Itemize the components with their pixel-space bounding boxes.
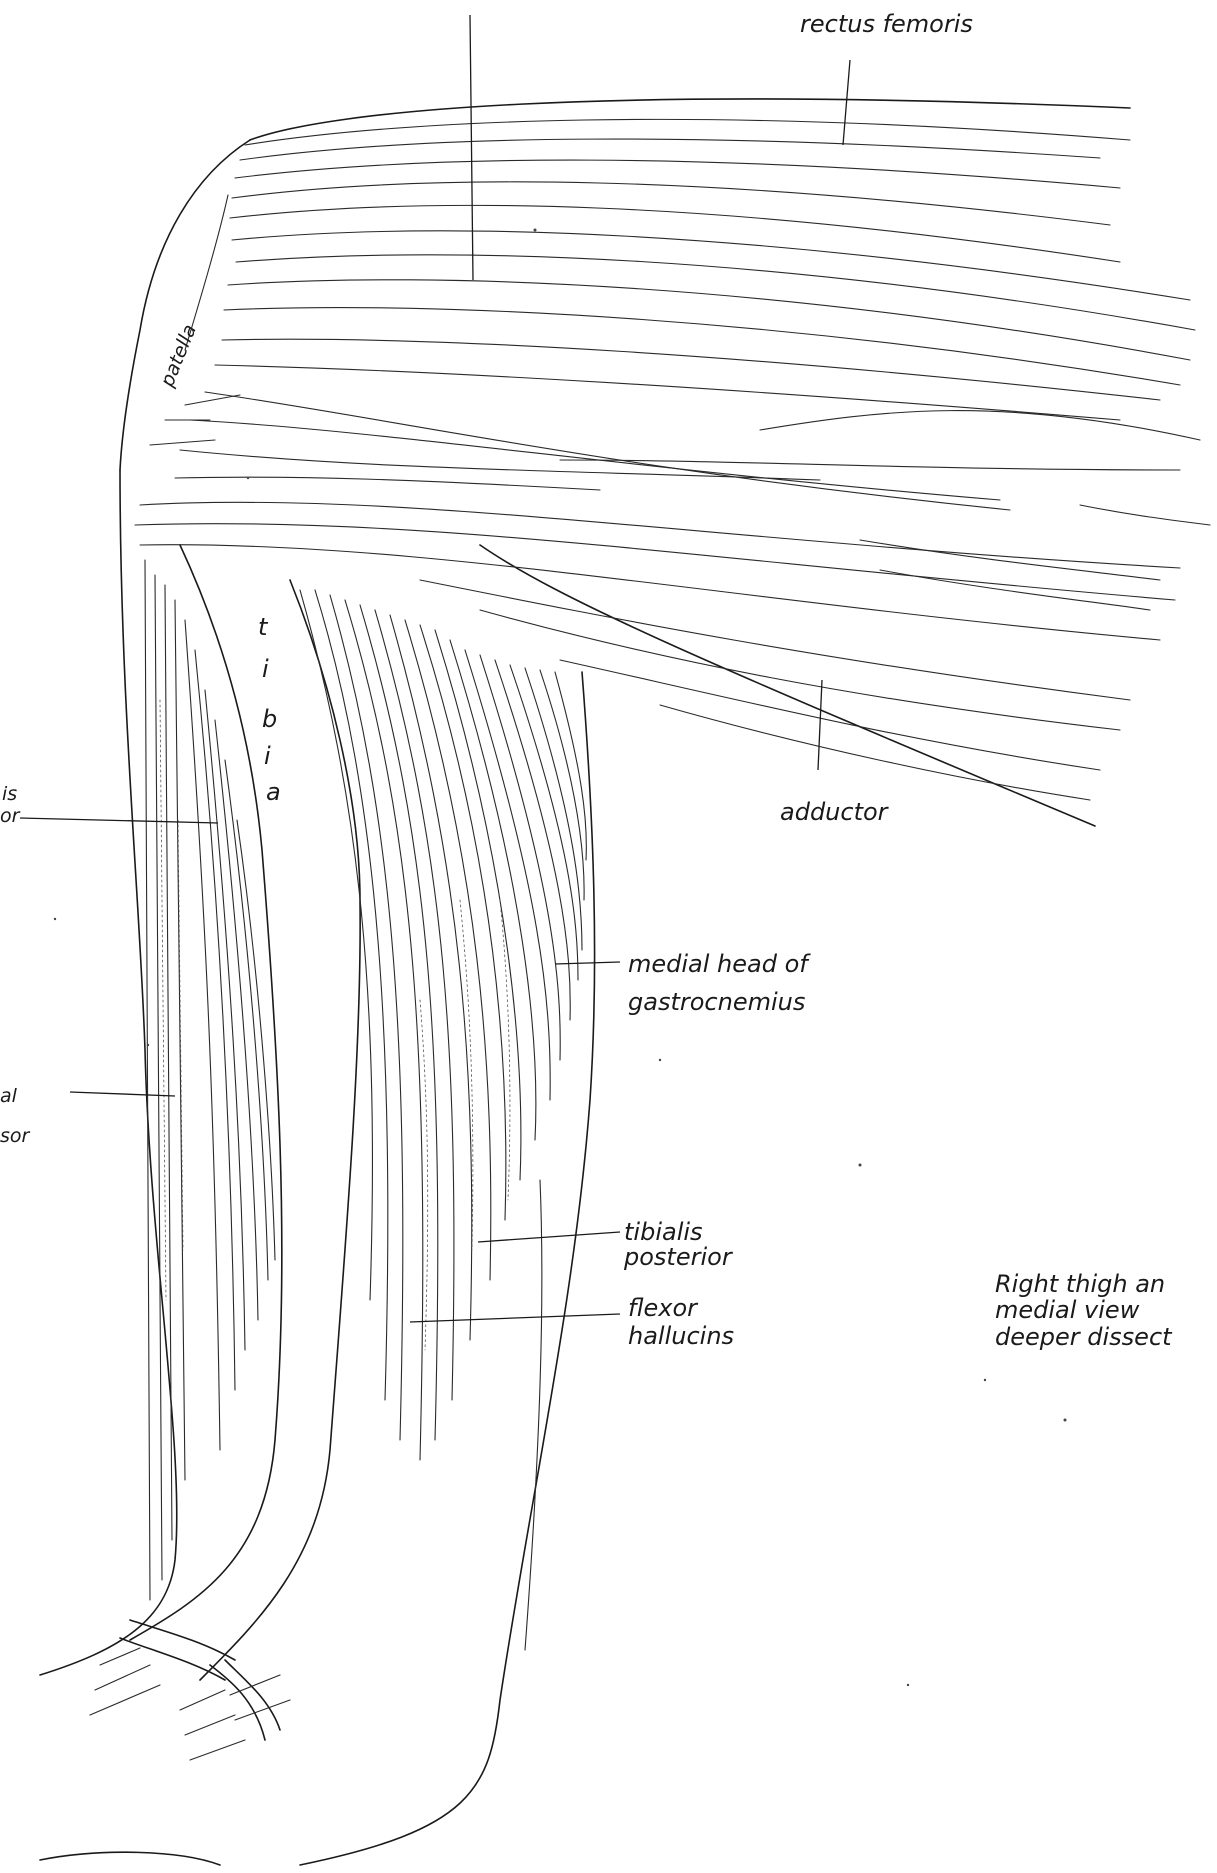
label-tibia-i-2: i (264, 742, 271, 770)
label-tibialis-posterior-line2: posterior (623, 1243, 734, 1271)
extensor-fibers (145, 560, 275, 1600)
flexor-hallucis-leader (410, 1314, 620, 1322)
label-tibialis-posterior-line1: tibialis (624, 1218, 703, 1246)
caption-line1: Right thigh an (995, 1270, 1165, 1298)
label-tibia-a: a (266, 778, 281, 806)
label-left-1-line2: or (0, 805, 21, 827)
left-upper-leader (20, 818, 218, 823)
leg-outline (40, 470, 595, 1865)
posterior-fibers (300, 590, 586, 1650)
top-leader-line (470, 15, 473, 280)
label-tibia-i-1: i (262, 655, 269, 683)
caption-line2: medial view (995, 1296, 1140, 1324)
rectus-femoris-leader (843, 60, 850, 145)
label-left-2-line2: sor (0, 1125, 31, 1147)
caption-line3: deeper dissect (995, 1323, 1173, 1351)
adductor-leader (818, 680, 822, 770)
tibialis-posterior-leader (478, 1232, 620, 1242)
rectus-femoris-fibers (175, 119, 1210, 525)
knee-strokes (150, 395, 240, 445)
label-flexor-hallucis-line1: flexor (628, 1294, 699, 1322)
adductor-fibers (135, 502, 1180, 800)
label-adductor: adductor (780, 798, 890, 826)
label-patella: patella (156, 321, 201, 390)
label-left-1-line1: is (2, 783, 17, 805)
label-tibia-t: t (258, 613, 269, 641)
medial-head-leader (555, 962, 620, 964)
label-tibia-b: b (262, 705, 277, 733)
label-medial-head-line2: gastrocnemius (628, 988, 805, 1016)
left-lower-leader (70, 1092, 175, 1096)
label-rectus-femoris: rectus femoris (800, 10, 973, 38)
label-left-2-line1: al (0, 1085, 18, 1107)
label-flexor-hallucis-line2: hallucins (628, 1322, 734, 1350)
label-medial-head-line1: medial head of (628, 950, 811, 978)
